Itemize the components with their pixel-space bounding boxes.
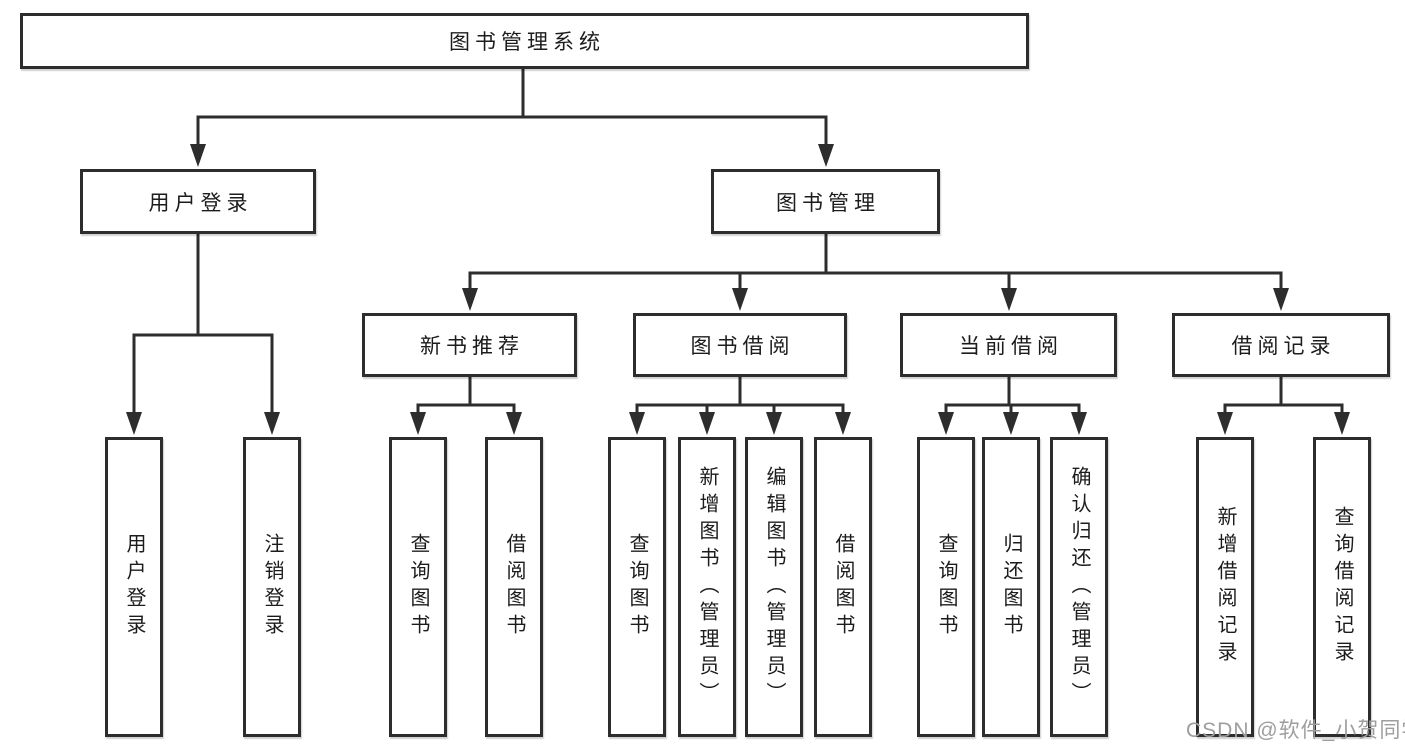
node-recommend-query-books: 查询图书	[389, 437, 447, 737]
node-label: 新增图书（管理员）	[696, 465, 718, 709]
arrow-down-icon	[1334, 412, 1350, 435]
node-label: 确认归还（管理员）	[1068, 465, 1090, 709]
node-label: 借阅图书	[832, 533, 854, 641]
node-book-management: 图书管理	[711, 169, 940, 234]
node-label: 查询图书	[935, 533, 957, 641]
node-label: 归还图书	[1000, 533, 1022, 641]
node-book-borrowing: 图书借阅	[633, 313, 847, 377]
node-label: 查询图书	[407, 533, 429, 641]
arrow-down-icon	[732, 288, 748, 311]
node-label: 借阅图书	[503, 533, 525, 641]
arrow-down-icon	[126, 412, 142, 435]
node-label: 用户登录	[123, 533, 145, 641]
node-label: 注销登录	[261, 533, 283, 641]
arrow-down-icon	[938, 412, 954, 435]
node-borrowing-records: 借阅记录	[1172, 313, 1390, 377]
node-label: 编辑图书（管理员）	[763, 465, 785, 709]
arrow-down-icon	[264, 412, 280, 435]
node-current-query-books: 查询图书	[917, 437, 975, 737]
node-edit-books-admin: 编辑图书（管理员）	[745, 437, 803, 737]
arrow-down-icon	[506, 412, 522, 435]
arrow-down-icon	[1003, 412, 1019, 435]
node-new-book-recommend: 新书推荐	[362, 313, 577, 377]
arrow-down-icon	[1273, 288, 1289, 311]
node-confirm-return-admin: 确认归还（管理员）	[1050, 437, 1108, 737]
node-borrowing-query-books: 查询图书	[608, 437, 666, 737]
watermark: CSDN @软件_小贺同学	[1186, 719, 1405, 742]
node-label: 借阅记录	[1231, 335, 1336, 358]
node-label: 图书管理	[776, 191, 880, 215]
node-user-login-op: 用户登录	[105, 437, 163, 737]
node-borrowing-borrow-books: 借阅图书	[814, 437, 872, 737]
arrow-down-icon	[462, 288, 478, 311]
node-label: 当前借阅	[959, 335, 1063, 358]
node-logout-op: 注销登录	[243, 437, 301, 737]
node-return-books: 归还图书	[982, 437, 1040, 737]
node-current-borrowing: 当前借阅	[900, 313, 1117, 377]
node-library-management-system: 图书管理系统	[20, 13, 1029, 69]
node-label: 查询图书	[626, 533, 648, 641]
arrow-down-icon	[190, 144, 206, 167]
arrow-down-icon	[1001, 288, 1017, 311]
node-add-books-admin: 新增图书（管理员）	[678, 437, 736, 737]
arrow-down-icon	[1217, 412, 1233, 435]
node-user-login: 用户登录	[80, 169, 316, 234]
arrow-down-icon	[629, 412, 645, 435]
node-label: 查询借阅记录	[1331, 506, 1353, 668]
arrow-down-icon	[835, 412, 851, 435]
node-label: 图书借阅	[690, 335, 795, 358]
arrow-down-icon	[766, 412, 782, 435]
arrow-down-icon	[818, 144, 834, 167]
arrow-down-icon	[699, 412, 715, 435]
node-query-borrow-record: 查询借阅记录	[1313, 437, 1371, 737]
node-label: 用户登录	[148, 191, 253, 215]
node-recommend-borrow-books: 借阅图书	[485, 437, 543, 737]
node-label: 新增借阅记录	[1214, 506, 1236, 668]
node-label: 图书管理系统	[449, 31, 605, 54]
arrow-down-icon	[1071, 412, 1087, 435]
node-add-borrow-record: 新增借阅记录	[1196, 437, 1254, 737]
arrow-down-icon	[410, 412, 426, 435]
node-label: 新书推荐	[420, 335, 524, 358]
